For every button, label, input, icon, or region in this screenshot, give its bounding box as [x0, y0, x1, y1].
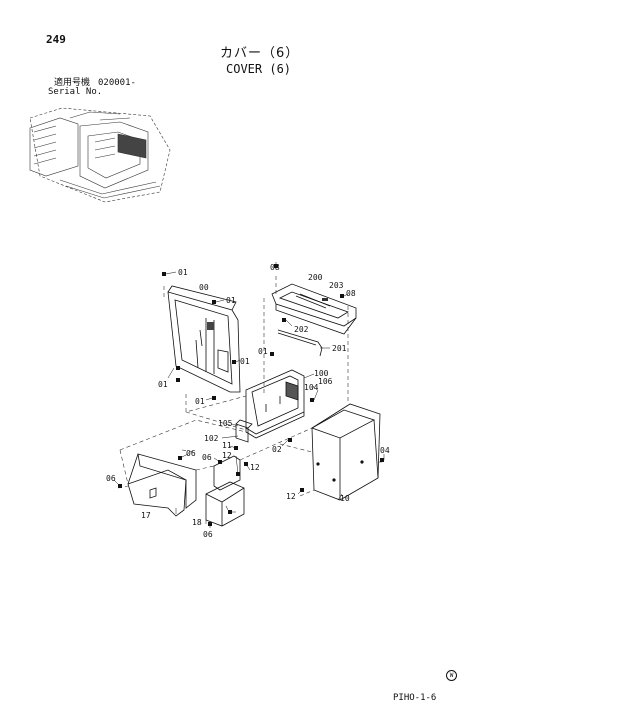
callout-104: 104	[304, 383, 319, 392]
callout-202: 202	[294, 325, 309, 334]
callout-10: 10	[340, 494, 350, 503]
machine-locator-thumbnail	[29, 107, 171, 203]
callout-06: 06	[186, 449, 196, 458]
watermark-logo: W	[446, 670, 457, 681]
callout-01: 01	[226, 296, 236, 305]
side-cover-part-10	[311, 403, 381, 501]
rod-part-201	[277, 329, 323, 357]
callout-01: 01	[240, 357, 250, 366]
callout-02: 02	[272, 445, 282, 454]
page-title-japanese: カバー（6）	[220, 46, 300, 61]
callout-12: 12	[222, 451, 232, 460]
bracket-part-100	[245, 369, 305, 439]
callout-105: 105	[218, 419, 233, 428]
callout-18: 18	[192, 518, 202, 527]
callout-100: 100	[314, 369, 329, 378]
callout-01: 01	[195, 397, 205, 406]
callout-201: 201	[332, 344, 347, 353]
callout-17: 17	[141, 511, 151, 520]
callout-106: 106	[318, 377, 333, 386]
serial-label-english: Serial No.	[48, 87, 103, 97]
callout-200: 200	[308, 273, 323, 282]
callout-00: 00	[199, 283, 209, 292]
callout-04: 04	[380, 446, 390, 455]
callout-08: 08	[346, 289, 356, 298]
serial-number-range: 020001-	[98, 78, 136, 88]
page-title-english: COVER (6)	[226, 62, 292, 76]
callout-06: 06	[202, 453, 212, 462]
callout-203: 203	[329, 281, 344, 290]
clip-part-105	[235, 419, 253, 443]
serial-label-japanese: 適用号機	[54, 78, 91, 88]
lower-bracket-part-17	[127, 453, 197, 517]
assembly-guide-lines	[117, 276, 384, 515]
callout-01: 01	[158, 380, 168, 389]
callout-06: 06	[106, 474, 116, 483]
page-number: 249	[46, 33, 66, 46]
callout-08: 08	[270, 263, 280, 272]
callout-leaders	[113, 262, 385, 528]
callout-06: 06	[203, 530, 213, 539]
callout-01: 01	[258, 347, 268, 356]
callout-12: 12	[250, 463, 260, 472]
callout-102: 102	[204, 434, 219, 443]
top-plate-part-200	[271, 283, 357, 335]
page-code: PIHO-1-6	[393, 693, 437, 703]
callout-labels: 01 00 01 01 01 01 01 08 200 203 08 202 2…	[106, 263, 390, 539]
callout-01: 01	[178, 268, 188, 277]
callout-12: 12	[286, 492, 296, 501]
callout-11: 11	[222, 441, 232, 450]
